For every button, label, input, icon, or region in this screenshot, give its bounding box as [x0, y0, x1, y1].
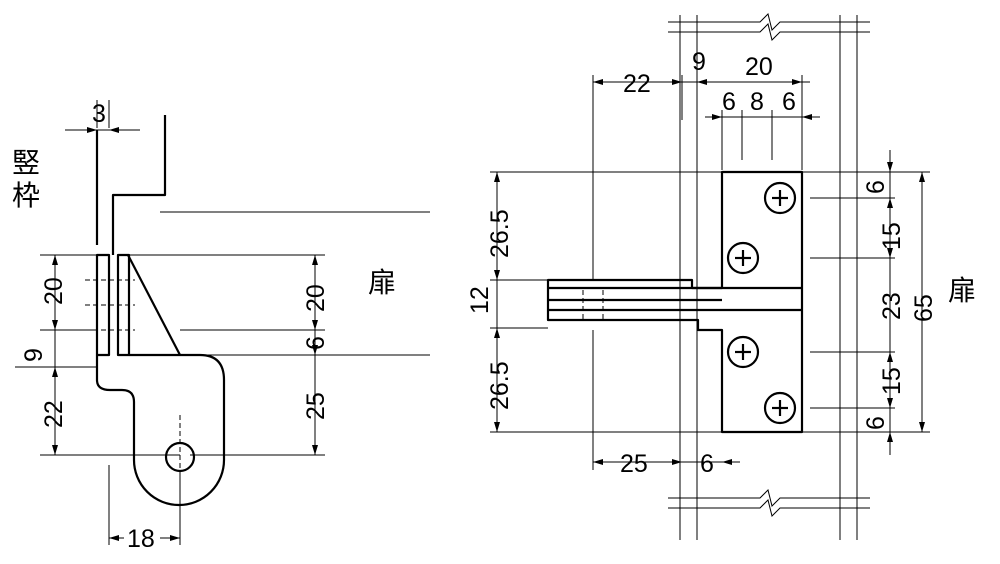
dim-front-right-6-bottom: 6 — [862, 416, 890, 430]
label-tategamachi-1: 竪 — [12, 146, 40, 179]
dim-side-right-25: 25 — [302, 392, 330, 420]
dim-front-right-6-top: 6 — [862, 180, 890, 194]
dim-front-sub-6a: 6 — [722, 88, 736, 116]
dim-side-right-6: 6 — [302, 336, 330, 350]
side-view: 3 20 9 22 20 6 25 18 — [12, 100, 430, 553]
dim-side-left-9: 9 — [20, 348, 48, 362]
label-tategamachi-2: 枠 — [12, 179, 40, 212]
dim-front-left-26-5-top: 26.5 — [486, 209, 514, 258]
dim-side-3: 3 — [92, 100, 106, 128]
dim-front-left-26-5-bottom: 26.5 — [486, 361, 514, 410]
dim-side-right-20: 20 — [302, 284, 330, 312]
label-tobira-side: 扉 — [368, 266, 396, 299]
screw-icon — [726, 335, 760, 369]
dim-front-right-15-bottom: 15 — [878, 367, 906, 395]
dim-front-right-15-top: 15 — [878, 222, 906, 250]
screw-icon — [763, 391, 797, 425]
dim-side-left-22: 22 — [40, 400, 68, 428]
dim-front-top-22: 22 — [623, 70, 651, 98]
front-view: 22 9 20 6 8 6 26.5 12 26.5 — [466, 13, 976, 540]
dim-front-top-9: 9 — [692, 48, 706, 76]
screw-icon — [726, 241, 760, 275]
dim-front-bottom-6: 6 — [700, 450, 714, 478]
dim-side-left-20: 20 — [40, 277, 68, 305]
label-tobira-front: 扉 — [948, 274, 976, 307]
dim-front-bottom-25: 25 — [620, 450, 648, 478]
dim-side-bottom-18: 18 — [127, 525, 155, 553]
dim-front-right-65: 65 — [910, 294, 938, 322]
dim-front-left-12: 12 — [466, 286, 494, 314]
dim-front-right-23: 23 — [878, 292, 906, 320]
dim-front-sub-6b: 6 — [782, 88, 796, 116]
dim-front-sub-8: 8 — [750, 88, 764, 116]
dim-front-top-20: 20 — [745, 53, 773, 81]
screw-icon — [763, 181, 797, 215]
